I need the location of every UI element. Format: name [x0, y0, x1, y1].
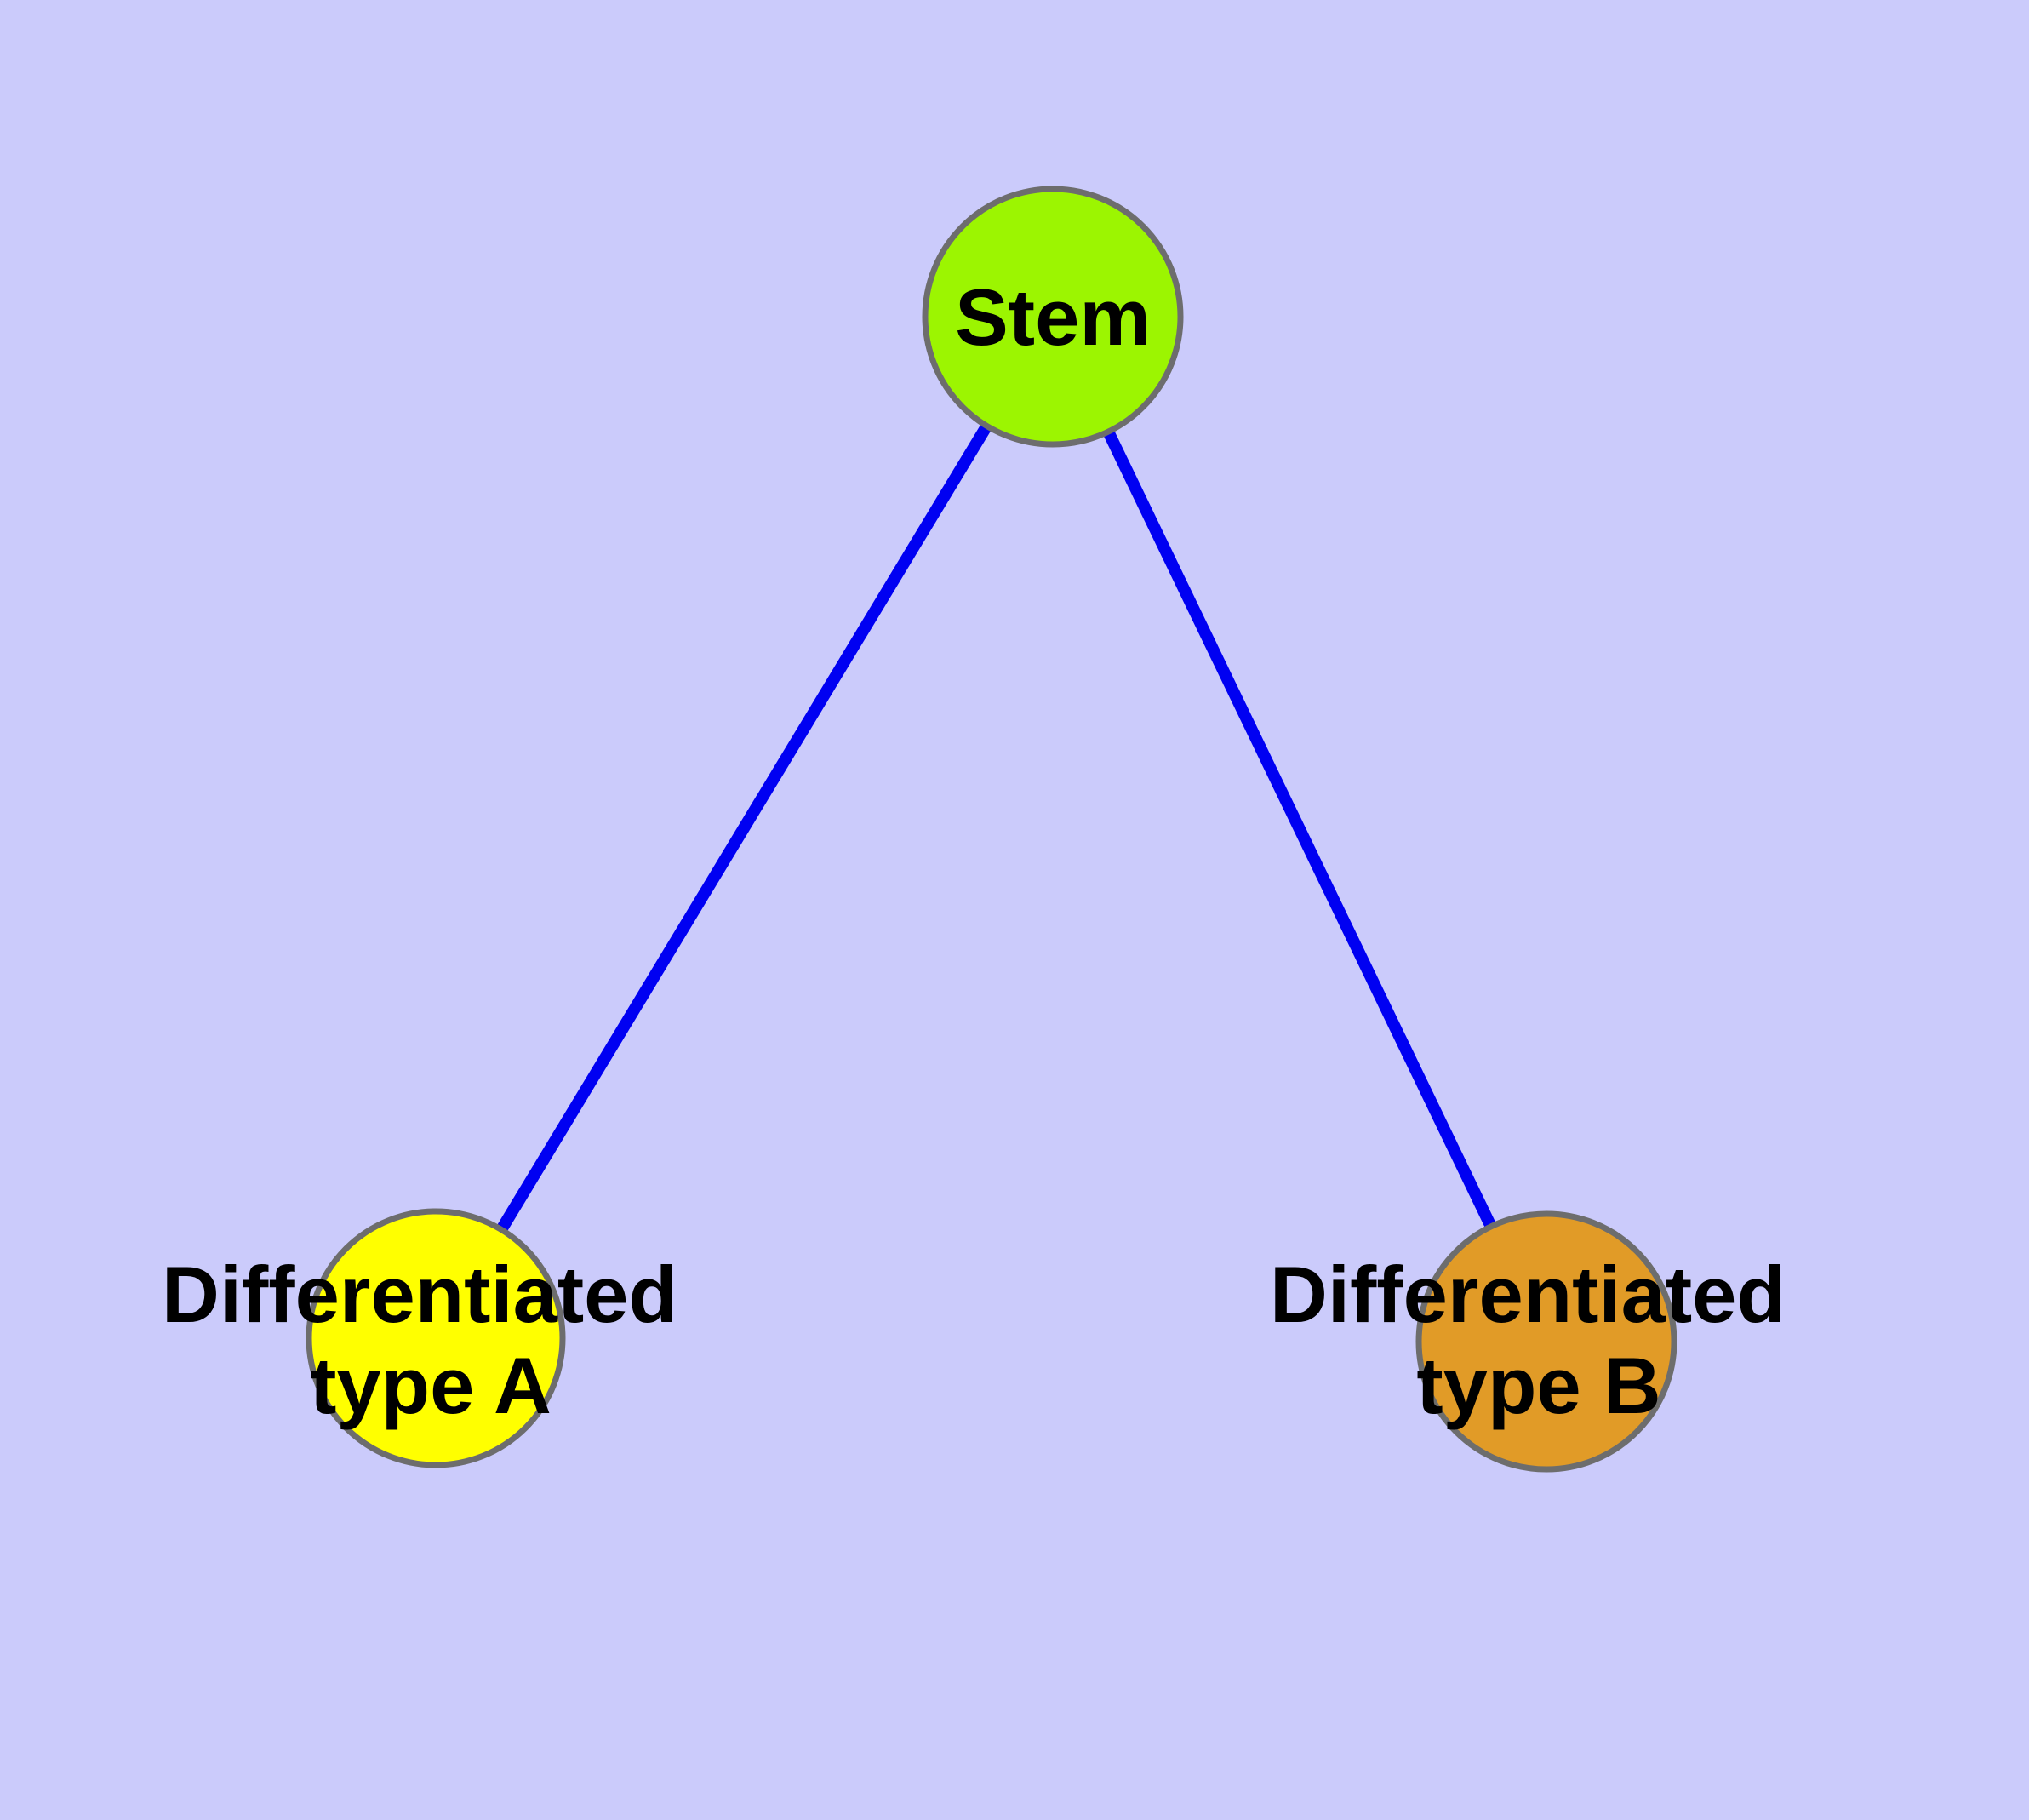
node-differentiated-type-b [1415, 1210, 1677, 1473]
node-stem-label: Stem [955, 272, 1151, 362]
node-differentiated-type-b-label: Differentiated type B [1270, 1250, 1808, 1430]
node-differentiated-type-a-label-line2: type A [310, 1341, 552, 1430]
edge-stem-to-type-a [431, 313, 1058, 1342]
node-differentiated-type-b-label-line1: Differentiated [1270, 1250, 1786, 1339]
node-differentiated-type-b-label-line2: type B [1416, 1341, 1660, 1430]
node-stem [922, 186, 1184, 448]
node-differentiated-type-a-label-line1: Differentiated [162, 1250, 677, 1339]
node-differentiated-type-a-label: Differentiated type A [162, 1250, 700, 1430]
edge-stem-to-type-b [1047, 313, 1552, 1345]
node-differentiated-type-a [306, 1208, 566, 1468]
